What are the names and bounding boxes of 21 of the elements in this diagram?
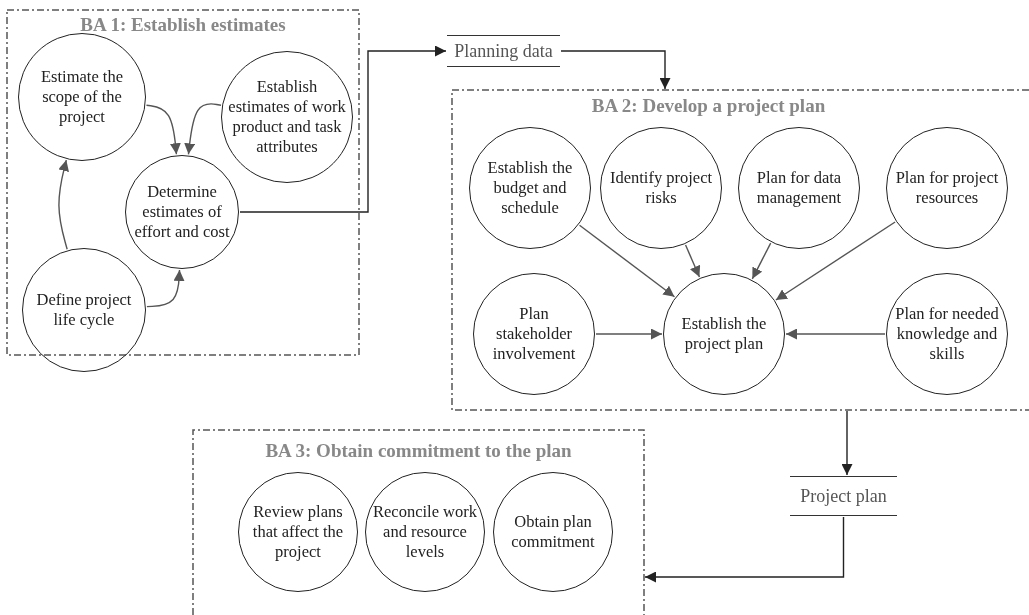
arrow <box>644 516 845 583</box>
arrow <box>841 410 853 476</box>
arrow <box>239 45 447 213</box>
group-title: BA 3: Obtain commitment to the plan <box>264 440 573 462</box>
arrow <box>58 159 69 250</box>
data-store: Project plan <box>790 476 897 516</box>
arrow <box>146 269 185 308</box>
arrow <box>785 328 886 340</box>
arrow <box>595 328 663 340</box>
arrow <box>775 221 896 301</box>
arrow <box>145 104 181 155</box>
group-title: BA 1: Establish estimates <box>79 14 287 36</box>
arrow <box>684 244 701 278</box>
arrow <box>184 103 222 156</box>
arrow <box>751 242 772 280</box>
group-title: BA 2: Develop a project plan <box>590 95 827 117</box>
group-box <box>452 90 1029 410</box>
group-box <box>193 430 644 615</box>
arrow <box>560 50 671 90</box>
data-store: Planning data <box>447 35 560 67</box>
arrow <box>578 224 676 298</box>
